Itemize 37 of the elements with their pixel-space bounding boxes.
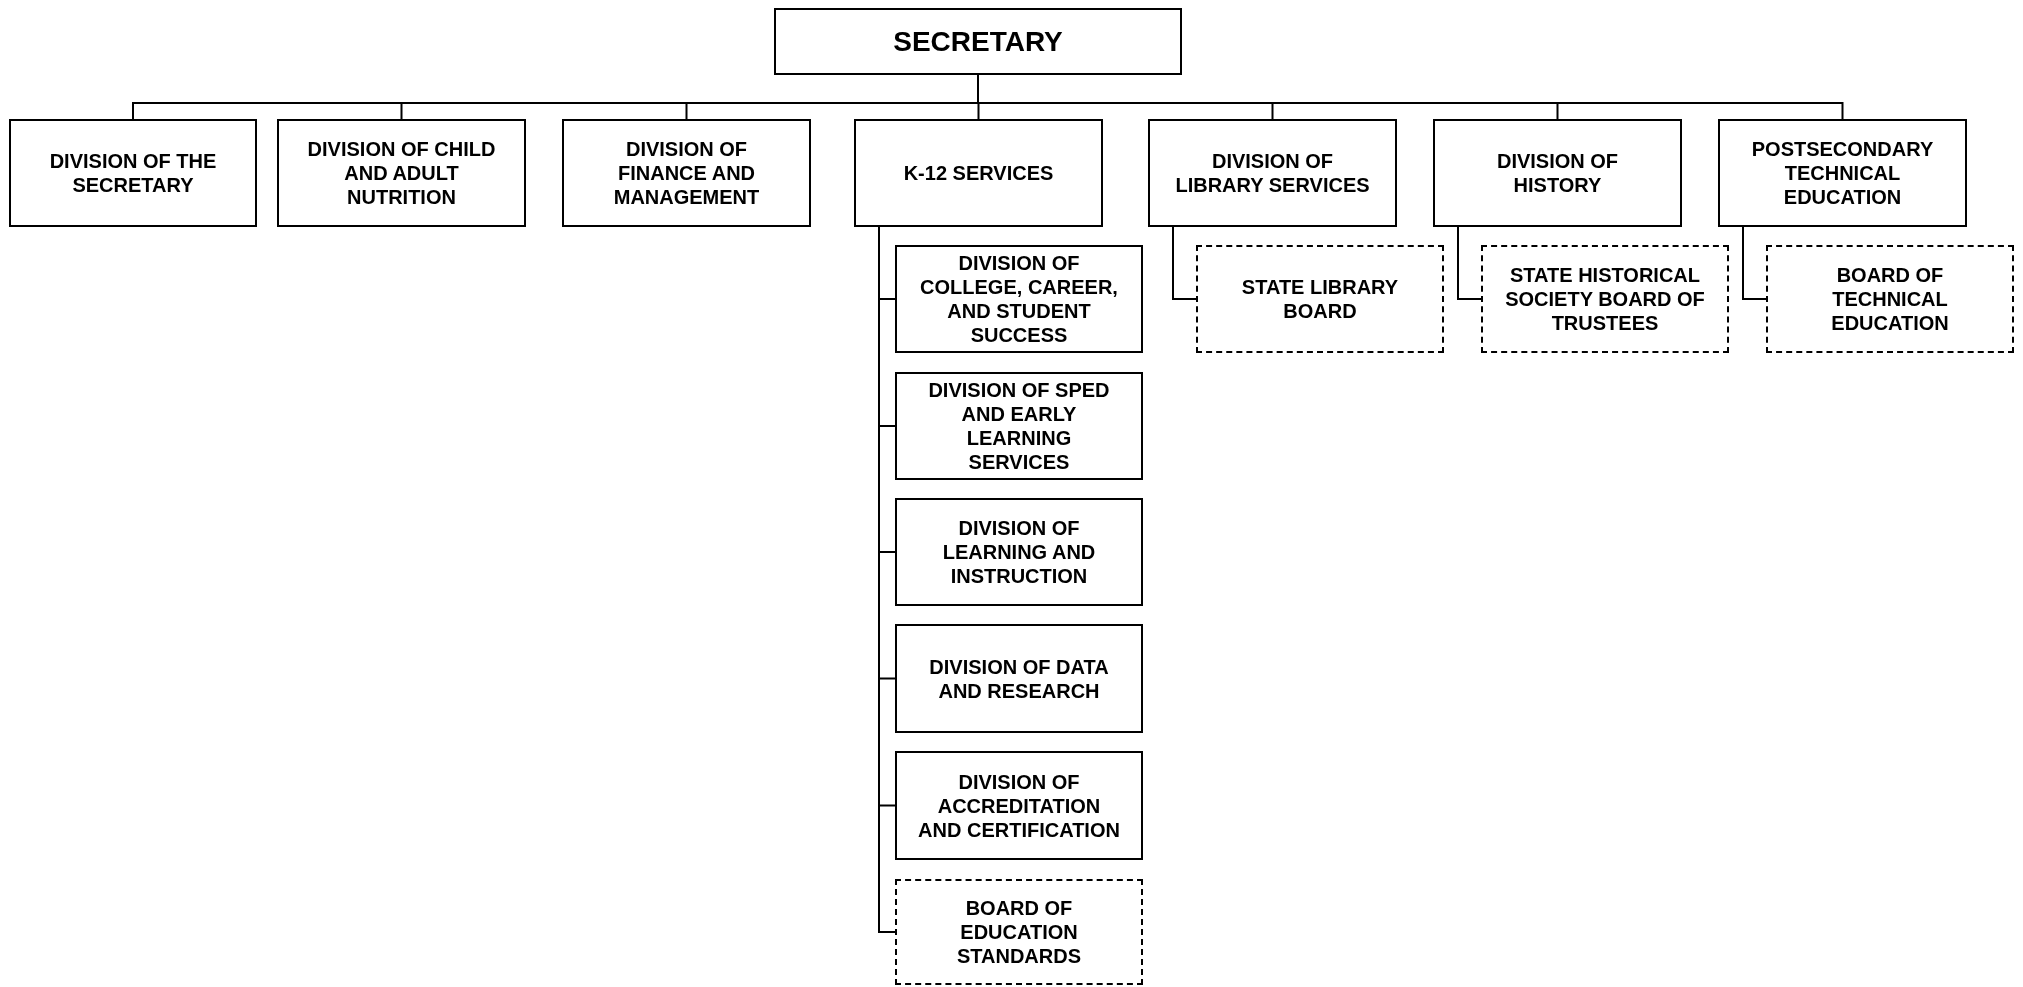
connector-line <box>1457 226 1482 300</box>
division-box <box>9 119 257 227</box>
box-label: DIVISION OF THE SECRETARY <box>48 149 218 197</box>
box-label: SECRETARY <box>893 24 1063 59</box>
division-box <box>277 119 526 227</box>
box-label: DIVISION OF COLLEGE, CAREER, AND STUDENT SUCCESS <box>919 251 1119 347</box>
division-box <box>562 119 811 227</box>
board-box <box>895 879 1143 985</box>
box-label: K-12 SERVICES <box>903 161 1054 185</box>
division-box <box>895 372 1143 480</box>
division-box <box>1148 119 1397 227</box>
box-label: DIVISION OF CHILD AND ADULT NUTRITION <box>306 137 497 209</box>
division-box <box>895 245 1143 353</box>
connector-line <box>1742 226 1767 300</box>
division-box <box>895 624 1143 733</box>
box-label: STATE LIBRARY BOARD <box>1240 275 1400 323</box>
box-label: DIVISION OF LIBRARY SERVICES <box>1174 149 1371 197</box>
board-box <box>1196 245 1444 353</box>
board-box <box>1766 245 2014 353</box>
board-box <box>1481 245 1729 353</box>
box-label: BOARD OF TECHNICAL EDUCATION <box>1830 263 1950 335</box>
box-label: DIVISION OF HISTORY <box>1495 149 1620 197</box>
box-label: DIVISION OF ACCREDITATION AND CERTIFICATION <box>917 769 1121 842</box>
box-label: DIVISION OF SPED AND EARLY LEARNING SERVICES <box>927 378 1111 474</box>
division-box <box>1433 119 1682 227</box>
box-label: STATE HISTORICAL SOCIETY BOARD OF TRUSTEES <box>1504 263 1706 335</box>
box-label: DIVISION OF DATA AND RESEARCH <box>928 654 1110 703</box>
box-label: POSTSECONDARY TECHNICAL EDUCATION <box>1750 137 1935 209</box>
division-box <box>895 498 1143 606</box>
division-box <box>854 119 1103 227</box>
box-label: DIVISION OF LEARNING AND INSTRUCTION <box>941 516 1097 588</box>
connector-line <box>1172 226 1197 300</box>
division-box <box>1718 119 1967 227</box>
division-box <box>895 751 1143 860</box>
box-label: DIVISION OF FINANCE AND MANAGEMENT <box>612 137 761 209</box>
division-box <box>774 8 1182 75</box>
box-label: BOARD OF EDUCATION STANDARDS <box>955 896 1083 968</box>
